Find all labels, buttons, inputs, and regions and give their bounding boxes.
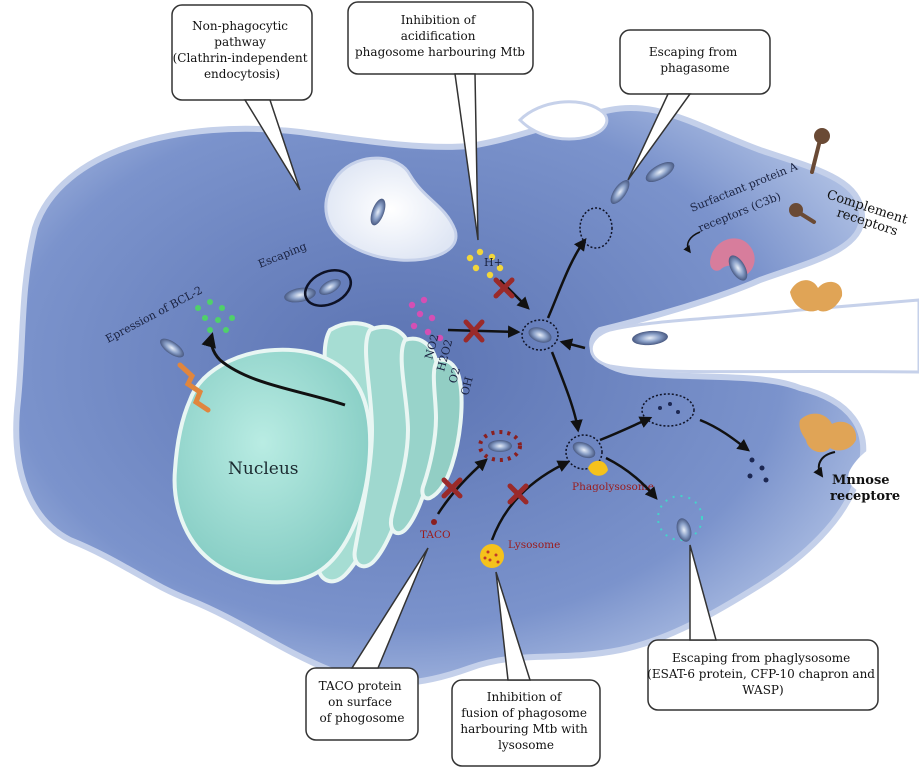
- bacterium: [572, 441, 596, 459]
- bacterium: [728, 255, 748, 281]
- callout-escaping-phagolysosome: Escaping from phaglysosome (ESAT-6 prote…: [647, 544, 879, 711]
- mannose-label-2: receptore: [830, 489, 900, 504]
- callout-non-phagocytic-line-4: endocytosis): [204, 67, 280, 81]
- complement-receptor-icon: [789, 128, 830, 224]
- h-plus-dots: [466, 248, 504, 279]
- callout-escaping-phagosome-line-2: phagasome: [660, 61, 729, 75]
- damaged-phagolysosome: [657, 495, 703, 541]
- lysosome-label: Lysosome: [508, 539, 560, 551]
- mannose-receptor-bottom: [799, 413, 857, 453]
- callout-fusion-line-3: harbouring Mtb with: [460, 722, 588, 736]
- membrane-fold-top: [517, 100, 609, 141]
- mannose-arrow: [813, 451, 836, 478]
- ros-label-oh: OH: [458, 375, 475, 396]
- callout-non-phagocytic-line-3: (Clathrin-independent: [173, 51, 308, 65]
- callout-phagolysosome-line-3: WASP): [742, 683, 783, 697]
- svg-text:Inhibition of fusion of: Inhibition of fusion of phagosome harbou…: [460, 690, 591, 752]
- callout-inhibition-fusion: Inhibition of fusion of phagosome harbou…: [451, 571, 601, 767]
- svg-text:Escaping from phaglysosome: Escaping from phaglysosome (ESAT-6 prote…: [647, 651, 879, 697]
- taco-label: TACO: [420, 529, 451, 541]
- ros-label-o2: O2: [446, 366, 463, 385]
- bacterium: [528, 327, 552, 343]
- phagolysosome-label: Phagolysosome: [572, 481, 654, 493]
- endocytic-invagination: [324, 156, 458, 262]
- bacterium: [676, 518, 692, 542]
- empty-phagosome: [579, 207, 613, 249]
- bacterium: [319, 279, 341, 295]
- svg-text:TACO protein on surface: TACO protein on surface of phogosome: [319, 679, 406, 725]
- nucleus: [172, 347, 373, 585]
- phagolysosome-lysosome-cap: [588, 460, 608, 476]
- bacterium: [645, 161, 675, 183]
- bacterium: [160, 338, 184, 358]
- ros-arrow: [447, 325, 521, 338]
- escape-arrow: [546, 237, 587, 319]
- callout-non-phagocytic-line-2: pathway: [214, 35, 266, 49]
- ros-inhibit-x: [463, 319, 485, 343]
- callout-acidification-line-2: acidification: [401, 29, 476, 43]
- taco-arrow: [436, 458, 488, 515]
- phagosome-to-phagolysosome-arrow: [550, 351, 583, 433]
- bacterium: [488, 440, 512, 452]
- callout-escaping-phagosome: Escaping from phagasome: [619, 29, 771, 181]
- callout-fusion-line-1: Inhibition of: [487, 690, 563, 704]
- taco-marker: [431, 519, 437, 525]
- callout-non-phagocytic: Non-phagocytic pathway (Clathrin-indepen…: [171, 4, 313, 191]
- escaping-vacuole: [303, 269, 353, 307]
- vacuole-dots: [658, 402, 680, 414]
- mannose-receptor-top: [790, 280, 843, 312]
- mannose-label-1: Mnnose: [832, 473, 890, 488]
- lysosome: [480, 544, 504, 568]
- callout-inhibition-acidification: Inhibition of acidification phagosome ha…: [347, 1, 534, 241]
- bacterium: [610, 180, 630, 204]
- callout-taco-line-1: TACO protein: [319, 679, 402, 693]
- svg-text:Non-phagocytic pathway: Non-phagocytic pathway (Clathrin-indepen…: [173, 19, 312, 81]
- antigen-dots: [747, 457, 769, 483]
- acidification-inhibit-x: [493, 277, 515, 299]
- fusion-inhibit-x: [507, 483, 529, 505]
- callout-fusion-line-4: lysosome: [498, 738, 554, 752]
- taco-phagosome: [478, 430, 522, 462]
- bcl2-arrow: [201, 332, 346, 407]
- surfactant-arrow: [683, 231, 701, 254]
- callout-taco-line-3: of phogosome: [320, 711, 405, 725]
- h-plus-label: H+: [484, 256, 503, 269]
- ros-label-no2: NO2: [422, 333, 441, 361]
- svg-text:Escaping from phagasome: Escaping from phagasome: [649, 45, 741, 75]
- bacterium: [632, 330, 668, 346]
- callout-escaping-phagosome-line-1: Escaping from: [649, 45, 738, 59]
- phagolysosome-escape-arrow: [605, 456, 658, 500]
- bacterium: [370, 198, 386, 226]
- callout-taco-line-2: on surface: [328, 695, 392, 709]
- callout-phagolysosome-line-2: (ESAT-6 protein, CFP-10 chapron and: [647, 667, 875, 681]
- phagolysosome-to-vacuole-arrow: [599, 416, 653, 442]
- channel-to-phagosome-arrow: [559, 338, 586, 351]
- membrane-channel-right: [589, 298, 919, 374]
- svg-text:Inhibition of acidificat: Inhibition of acidification phagosome ha…: [355, 13, 525, 59]
- callout-phagolysosome-line-1: Escaping from phaglysosome: [672, 651, 850, 665]
- phagosome: [521, 319, 559, 351]
- empty-vacuole: [641, 393, 695, 427]
- taco-inhibit-x: [441, 477, 463, 499]
- vacuole-release-arrow: [699, 418, 750, 452]
- callout-non-phagocytic-line-1: Non-phagocytic: [192, 19, 288, 33]
- bcl2-dots: [195, 299, 235, 333]
- callout-taco-protein: TACO protein on surface of phogosome: [305, 547, 429, 741]
- callout-acidification-line-3: phagosome harbouring Mtb: [355, 45, 525, 59]
- bcl2-receptor: [177, 362, 211, 413]
- callout-acidification-line-1: Inhibition of: [401, 13, 477, 27]
- nucleus-label: Nucleus: [228, 459, 299, 479]
- phagolysosome: [565, 434, 603, 470]
- ros-dots: [408, 296, 444, 342]
- membrane-notch-right: [848, 430, 919, 506]
- callout-fusion-line-2: fusion of phagosome: [461, 706, 587, 720]
- lysosome-dots: [483, 550, 500, 564]
